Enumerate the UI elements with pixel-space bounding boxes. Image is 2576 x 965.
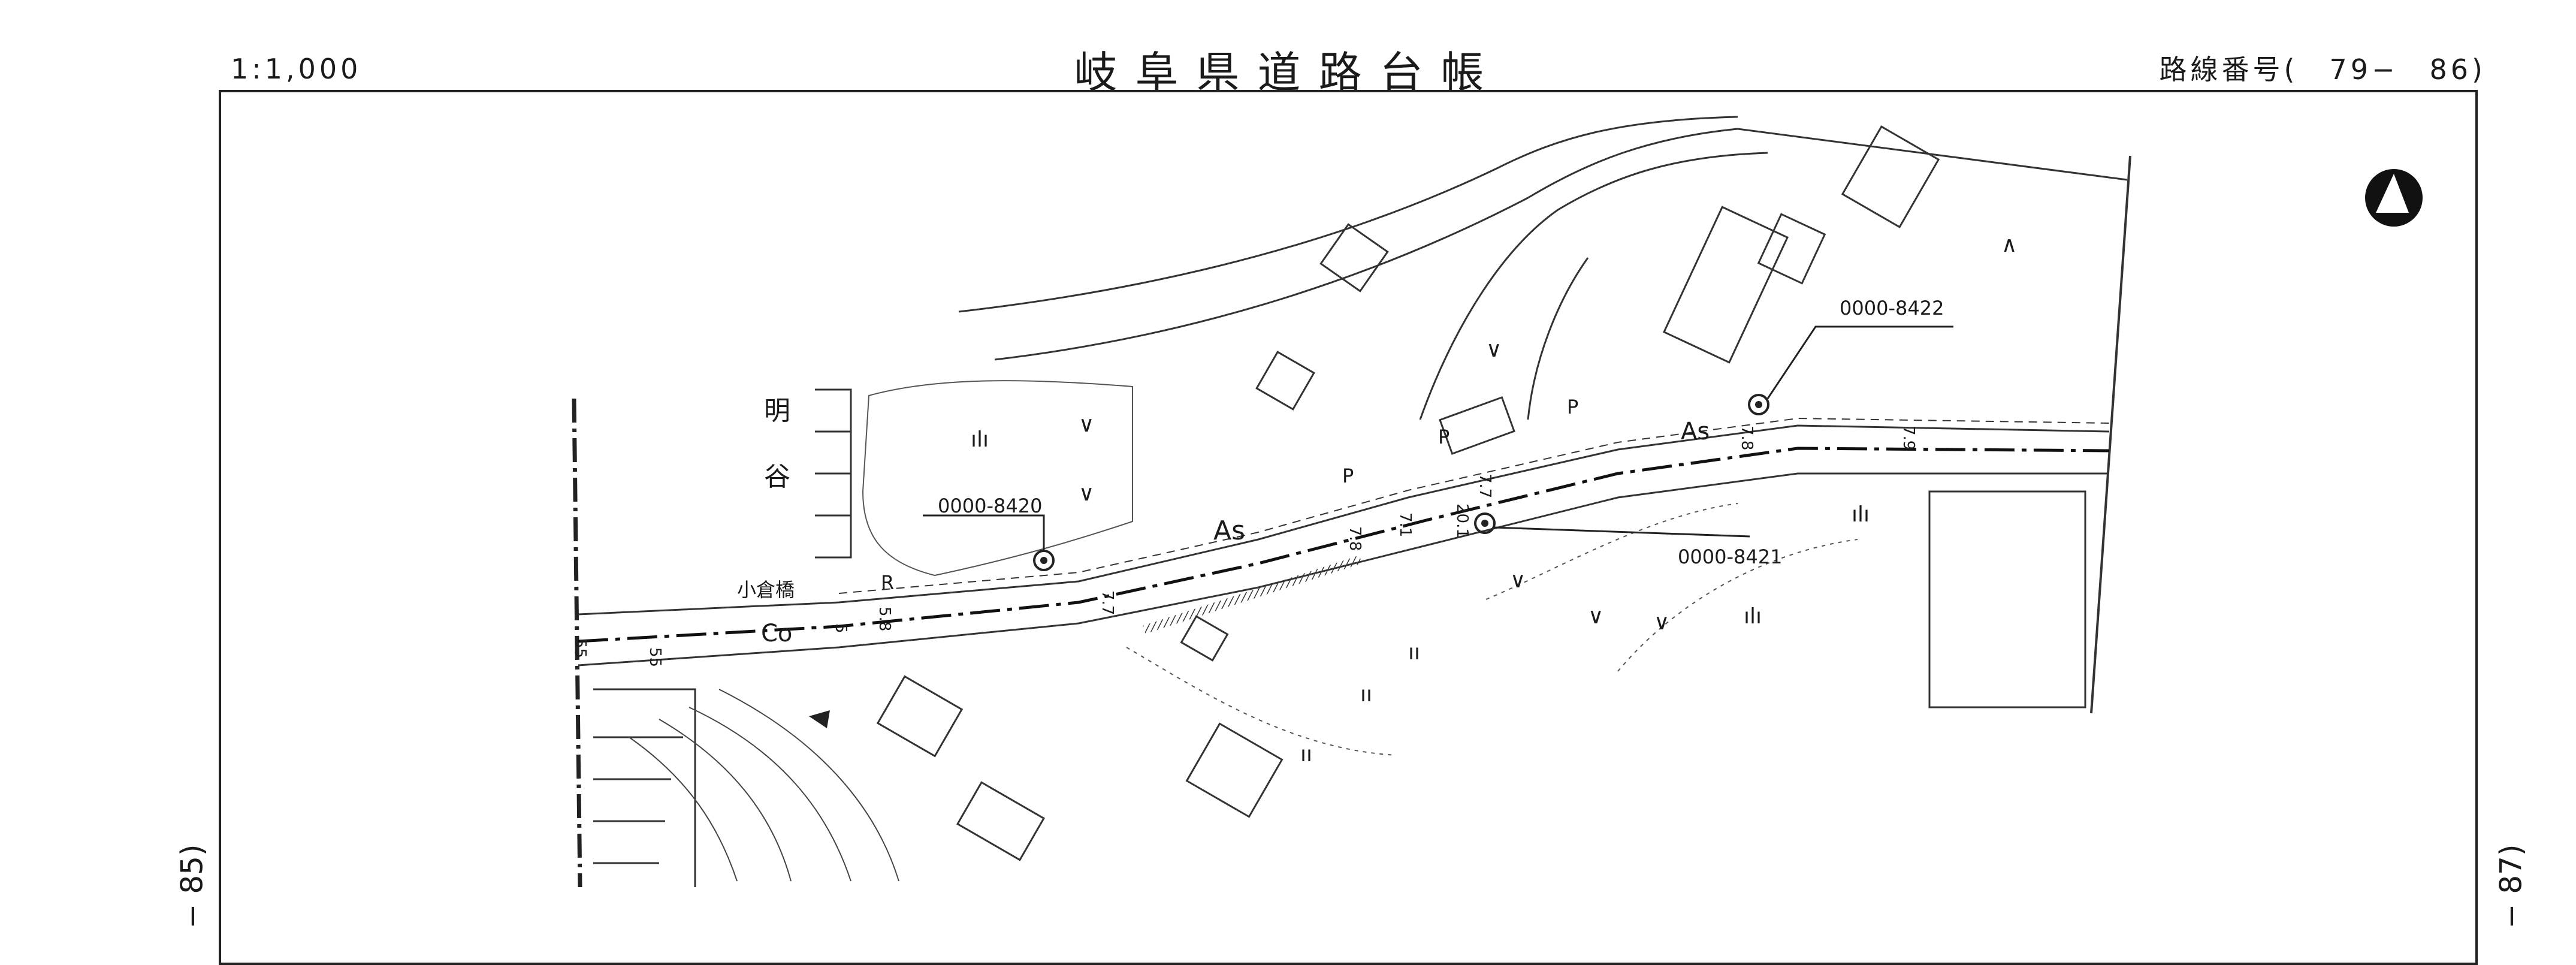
width-label-4: 5.8: [875, 607, 893, 631]
width-label-3: 5: [832, 623, 850, 634]
svg-text:∨: ∨: [1588, 604, 1603, 629]
surface-label-co: Co: [761, 620, 792, 647]
route-number: 路線番号( 79− 86): [2159, 53, 2486, 86]
point-id-8422: 0000-8422: [1840, 297, 1944, 319]
svg-text:∨: ∨: [1486, 337, 1502, 362]
svg-text:∨: ∨: [1654, 610, 1669, 635]
survey-point-8422[interactable]: [1748, 325, 1953, 415]
surface-label-p-3: P: [1567, 396, 1578, 418]
main-road: [578, 417, 2110, 667]
sheet-title: 岐阜県道路台帳: [1074, 47, 1502, 98]
retaining-wall: [1143, 555, 1362, 634]
survey-point-8421[interactable]: [1474, 512, 1750, 538]
width-label-8: 20.1: [1453, 503, 1471, 538]
svg-text:ılı: ılı: [971, 427, 989, 452]
svg-text:ılı: ılı: [1744, 604, 1762, 629]
bridge-label: 小倉橋: [737, 578, 795, 601]
width-label-6: 7.8: [1346, 526, 1364, 551]
contour-lines: [629, 689, 899, 882]
svg-text:ılı: ılı: [1852, 502, 1870, 527]
place-label-mei: 明: [764, 396, 790, 426]
svg-text:∨: ∨: [1079, 481, 1094, 506]
property-lines: [1126, 503, 1858, 756]
svg-text:ıı: ıı: [1300, 742, 1312, 767]
width-label-7: 7.1: [1396, 512, 1414, 537]
road-centerline: [578, 447, 2110, 643]
surface-label-r: R: [881, 571, 894, 594]
vegetation-symbols: ılı ∨ ∨ ılı ılı ∨ ∨ ∨ ∨ ∧ ıı ıı ıı: [971, 233, 2017, 767]
surface-label-as-1: As: [1213, 515, 1245, 546]
svg-text:∨: ∨: [1510, 568, 1526, 593]
width-label-10: 7.8: [1738, 426, 1756, 450]
map-scale: 1:1,000: [231, 53, 362, 85]
svg-text:ıı: ıı: [1360, 682, 1372, 707]
left-houses: [593, 388, 852, 887]
width-label-5: 7.7: [1098, 590, 1116, 615]
svg-text:∨: ∨: [1079, 412, 1094, 437]
upper-branch-road: [958, 116, 2128, 420]
width-label-9: 7.7: [1476, 474, 1494, 498]
road-map[interactable]: 明 谷 小倉橋 As As Co R P P P 0000-8420 0000-…: [0, 0, 2576, 942]
width-label-11: 7.9: [1899, 426, 1917, 450]
svg-text:ıı: ıı: [1408, 640, 1420, 665]
svg-text:∧: ∧: [2001, 233, 2017, 257]
sheet-boundary-left: [572, 398, 582, 888]
surface-label-as-2: As: [1681, 418, 1710, 445]
field-area: [862, 380, 1133, 577]
place-label-tani: 谷: [764, 462, 790, 492]
buildings: [876, 125, 2086, 861]
surface-label-p-1: P: [1342, 465, 1354, 487]
survey-point-8420[interactable]: [923, 514, 1055, 571]
direction-arrow-icon: [809, 710, 830, 728]
sheet-boundary-right: [2090, 155, 2131, 714]
width-label-1: 55: [646, 647, 664, 667]
point-id-8421: 0000-8421: [1678, 545, 1782, 568]
north-arrow-icon: [2365, 169, 2423, 227]
width-label-2: 55: [571, 638, 589, 658]
surface-label-p-2: P: [1438, 426, 1449, 448]
point-id-8420: 0000-8420: [938, 494, 1042, 517]
